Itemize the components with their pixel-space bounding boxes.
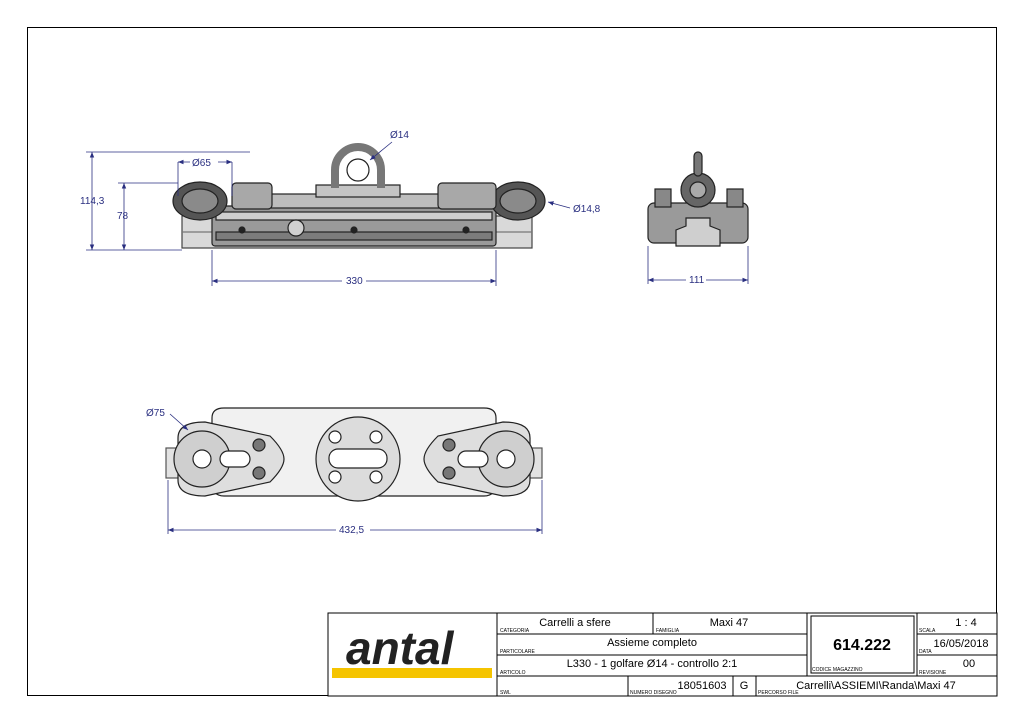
value-data: 16/05/2018	[933, 638, 988, 650]
value-percorso: Carrelli\ASSIEMI\Randa\Maxi 47	[796, 680, 956, 692]
value-revisione: 00	[963, 658, 975, 670]
antal-logo: antal	[332, 622, 492, 678]
value-articolo: L330 - 1 golfare Ø14 - controllo 2:1	[567, 658, 738, 670]
label-codice: CODICE MAGAZZINO	[812, 667, 863, 673]
label-particolare: PARTICOLARE	[500, 649, 535, 655]
side-view	[647, 151, 749, 247]
label-famiglia: FAMIGLIA	[656, 628, 680, 634]
logo-text: antal	[346, 622, 455, 674]
label-categoria: CATEGORIA	[500, 628, 530, 634]
dim-sheave-diameter: Ø65	[192, 158, 211, 169]
title-block-text: CATEGORIA Carrelli a sfere FAMIGLIA Maxi…	[500, 617, 989, 696]
dim-length-base: 330	[346, 276, 363, 287]
dim-pin-diameter: Ø14,8	[573, 204, 601, 215]
label-data: DATA	[919, 649, 932, 655]
value-scala: 1 : 4	[955, 617, 976, 629]
title-block	[327, 612, 998, 697]
label-numero-disegno: NUMERO DISEGNO	[630, 690, 677, 696]
dim-height-car: 78	[117, 211, 129, 222]
value-numero-disegno: 18051603	[678, 680, 727, 692]
label-articolo: ARTICOLO	[500, 670, 526, 676]
dimension-labels: Ø14 Ø65 114,3 78 Ø14,8 330 111 Ø75 432,5	[80, 128, 706, 536]
label-scala: SCALA	[919, 628, 936, 634]
top-view	[165, 407, 543, 502]
label-swl: SWL	[500, 690, 511, 696]
dim-block-diameter: Ø75	[146, 408, 165, 419]
logo-accent-bar	[332, 668, 492, 678]
front-view	[172, 143, 546, 249]
dim-width: 111	[689, 275, 705, 286]
value-particolare: Assieme completo	[607, 637, 697, 649]
dim-height-total: 114,3	[80, 196, 105, 207]
value-famiglia: Maxi 47	[710, 617, 749, 629]
value-g: G	[740, 680, 749, 692]
dim-length-total: 432,5	[339, 525, 364, 536]
value-codice: 614.222	[833, 637, 891, 654]
dim-eye-diameter: Ø14	[390, 130, 409, 141]
label-revisione: REVISIONE	[919, 670, 947, 676]
value-categoria: Carrelli a sfere	[539, 617, 611, 629]
label-percorso: PERCORSO FILE	[758, 690, 799, 696]
